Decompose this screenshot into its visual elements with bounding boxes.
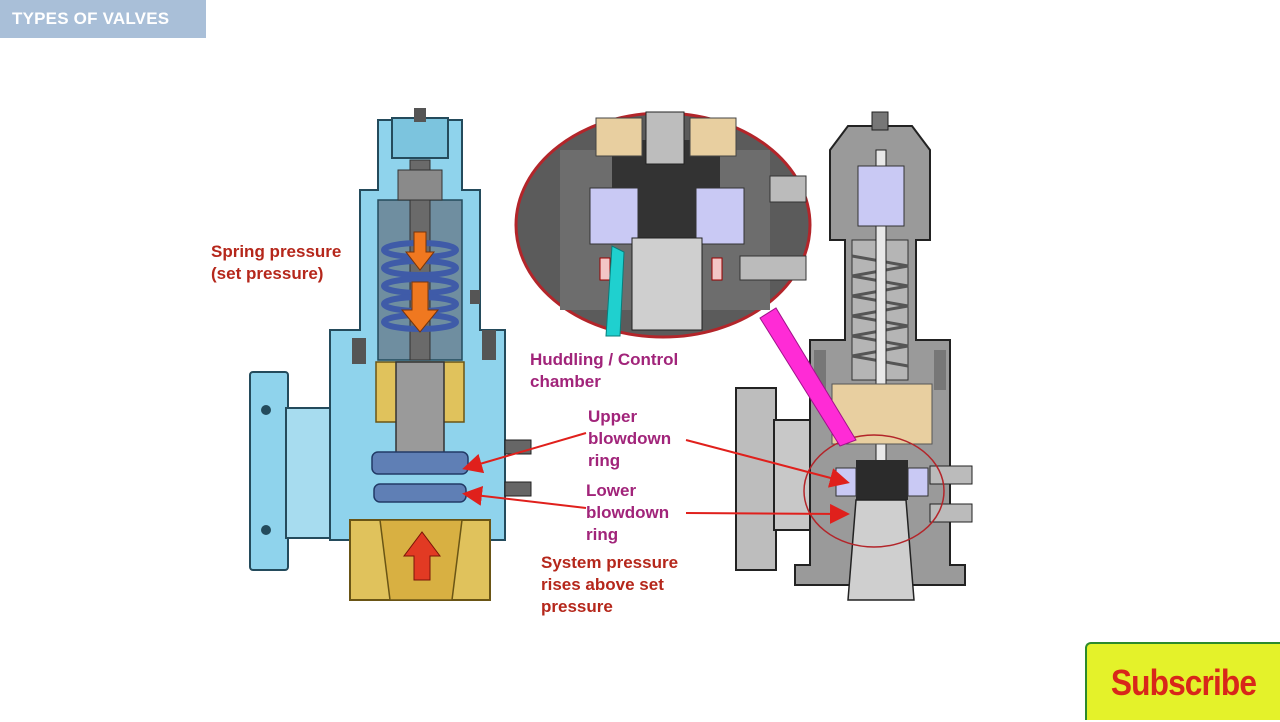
- label-system-pressure: System pressure rises above set pressure: [541, 553, 679, 616]
- section-title: TYPES OF VALVES: [0, 0, 206, 38]
- subscribe-button[interactable]: Subscribe: [1085, 642, 1280, 720]
- zoom-detail-circle: [514, 111, 812, 339]
- label-upper-blowdown-ring: Upper blowdown ring: [588, 407, 672, 470]
- label-spring-pressure: Spring pressure (set pressure): [211, 242, 342, 283]
- label-lower-blowdown-ring: Lower blowdown ring: [586, 481, 670, 544]
- callout-lines: [462, 432, 850, 524]
- label-huddling-chamber: Huddling / Control chamber: [530, 350, 679, 391]
- left-valve-cutaway: [249, 108, 532, 601]
- subscribe-label: Subscribe: [1110, 662, 1257, 703]
